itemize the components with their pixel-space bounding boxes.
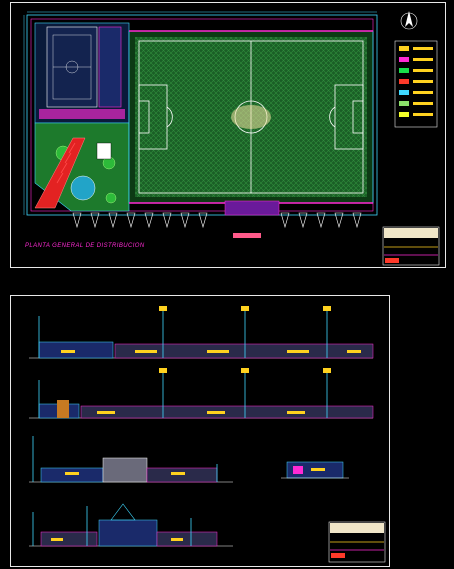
legend-swatch (399, 46, 409, 51)
legend-swatch (399, 68, 409, 73)
legend-text-bar (413, 80, 433, 83)
legend-text-bar (413, 91, 433, 94)
legend-swatch (399, 57, 409, 62)
kiosk (96, 142, 112, 160)
court-access-strip (39, 109, 125, 119)
title-block-stamp (385, 258, 399, 263)
legend-swatch (399, 112, 409, 117)
site-plan-sheet: PLANTA GENERAL DE DISTRIBUCION (10, 2, 446, 268)
access-ramp (34, 137, 86, 209)
entrance-plaza (224, 200, 280, 216)
elevations-drawing (29, 306, 386, 563)
legend-swatch (399, 90, 409, 95)
north-arrow-icon (400, 11, 418, 30)
legend-rows (399, 46, 433, 117)
entrance-label-bar (233, 233, 261, 238)
elevations-sheet (10, 295, 390, 567)
site-plan-drawing (23, 11, 440, 266)
side-stands (98, 26, 122, 108)
elevation-row-2 (29, 368, 374, 419)
court-circle (65, 60, 79, 74)
parking-row (72, 212, 362, 229)
plan-title: PLANTA GENERAL DE DISTRIBUCION (25, 243, 145, 249)
detail-elevation (281, 461, 349, 479)
elevations-title-header (330, 523, 384, 533)
legend-text-bar (413, 69, 433, 72)
elevation-row-1 (29, 306, 374, 359)
elevations-title-stamp (331, 553, 345, 558)
legend-text-bar (413, 47, 433, 50)
legend-swatch (399, 101, 409, 106)
pond (70, 175, 96, 201)
lot-boundary (26, 14, 378, 216)
center-emblem (231, 105, 271, 129)
legend-text-bar (413, 102, 433, 105)
legend-text-bar (413, 113, 433, 116)
ramp-stripes (56, 142, 76, 184)
legend-swatch (399, 79, 409, 84)
elevation-row-3 (29, 436, 233, 483)
elevation-row-4 (29, 503, 233, 547)
legend-text-bar (413, 58, 433, 61)
title-block-header (384, 228, 438, 238)
tree-cluster-c (105, 192, 117, 204)
